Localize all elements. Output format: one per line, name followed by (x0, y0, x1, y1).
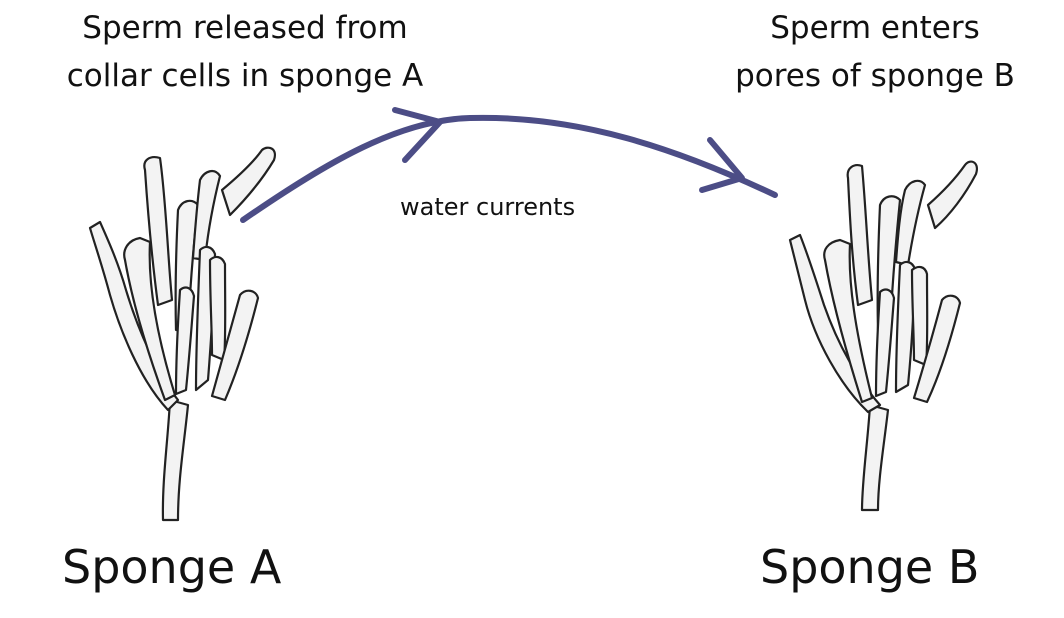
sponge-a-stalk (163, 400, 188, 520)
sponge-b-branch (896, 181, 925, 265)
sponge-a-branch (210, 257, 225, 360)
sponge-a-label: Sponge A (62, 540, 281, 594)
sponge-b-branch (912, 267, 927, 365)
sponge-a-branch (176, 288, 194, 394)
sponge-b-stalk (862, 405, 888, 510)
sponge-a-drawing (90, 148, 275, 520)
sponge-b-branch (928, 162, 977, 228)
arrow-head-1 (395, 110, 440, 160)
sponge-b-label: Sponge B (760, 540, 979, 594)
water-currents-label: water currents (400, 193, 575, 221)
sponge-b-drawing (790, 162, 977, 510)
sponge-b-branch (876, 290, 894, 396)
